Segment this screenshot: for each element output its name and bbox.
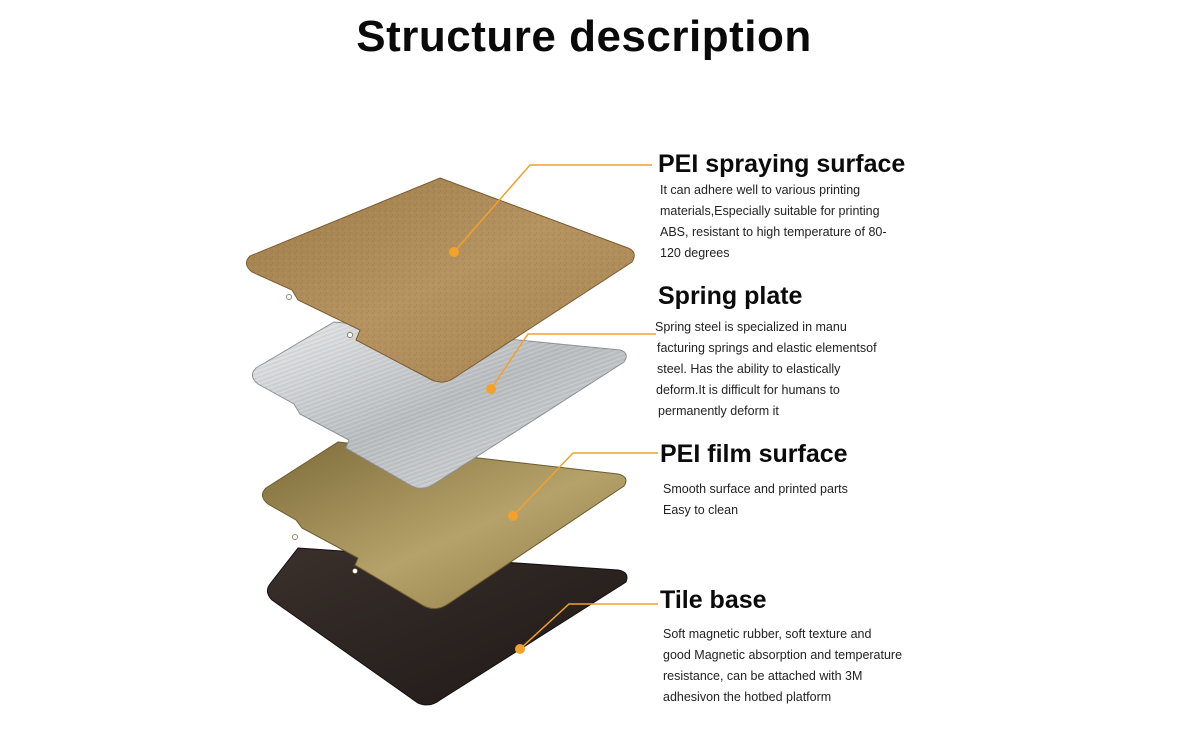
desc-line: ABS, resistant to high temperature of 80… xyxy=(660,225,887,239)
desc-line: permanently deform it xyxy=(658,404,779,418)
leader-line-pei-spraying xyxy=(449,164,652,257)
layer-desc-pei-spraying-surface: It can adhere well to various printing m… xyxy=(660,180,887,264)
leader-line-spring-plate xyxy=(486,333,656,394)
desc-line: It can adhere well to various printing xyxy=(660,183,861,197)
desc-line: good Magnetic absorption and temperature xyxy=(663,648,903,662)
pei-spray-plate xyxy=(246,177,635,383)
desc-line: 120 degrees xyxy=(660,246,730,260)
layer-title-pei-film-surface: PEI film surface xyxy=(660,440,848,468)
desc-line: resistance, can be attached with 3M xyxy=(663,669,863,683)
layer-title-tile-base: Tile base xyxy=(660,586,767,614)
page-title: Structure description xyxy=(356,12,812,61)
pei-film-plate xyxy=(262,441,627,610)
desc-line: Spring steel is specialized in manu xyxy=(655,320,847,334)
desc-line: Easy to clean xyxy=(663,503,739,517)
tile-base-plate xyxy=(266,547,628,706)
layer-title-spring-plate: Spring plate xyxy=(658,282,803,310)
desc-line: facturing springs and elastic elementsof xyxy=(657,341,877,355)
leader-line-tile-base xyxy=(515,603,658,654)
layer-desc-spring-plate: Spring steel is specialized in manu fact… xyxy=(655,317,877,422)
layer-desc-pei-film-surface: Smooth surface and printed parts Easy to… xyxy=(663,479,848,521)
spring-plate xyxy=(252,321,627,489)
desc-line: steel. Has the ability to elastically xyxy=(657,362,841,376)
desc-line: Smooth surface and printed parts xyxy=(663,482,848,496)
desc-line: adhesivon the hotbed platform xyxy=(663,690,832,704)
desc-line: materials,Especially suitable for printi… xyxy=(660,204,880,218)
layer-desc-tile-base: Soft magnetic rubber, soft texture and g… xyxy=(663,624,902,708)
desc-line: Soft magnetic rubber, soft texture and xyxy=(663,627,872,641)
layer-title-pei-spraying-surface: PEI spraying surface xyxy=(658,150,906,178)
leader-line-pei-film xyxy=(508,452,658,521)
desc-line: deform.It is difficult for humans to xyxy=(656,383,840,397)
